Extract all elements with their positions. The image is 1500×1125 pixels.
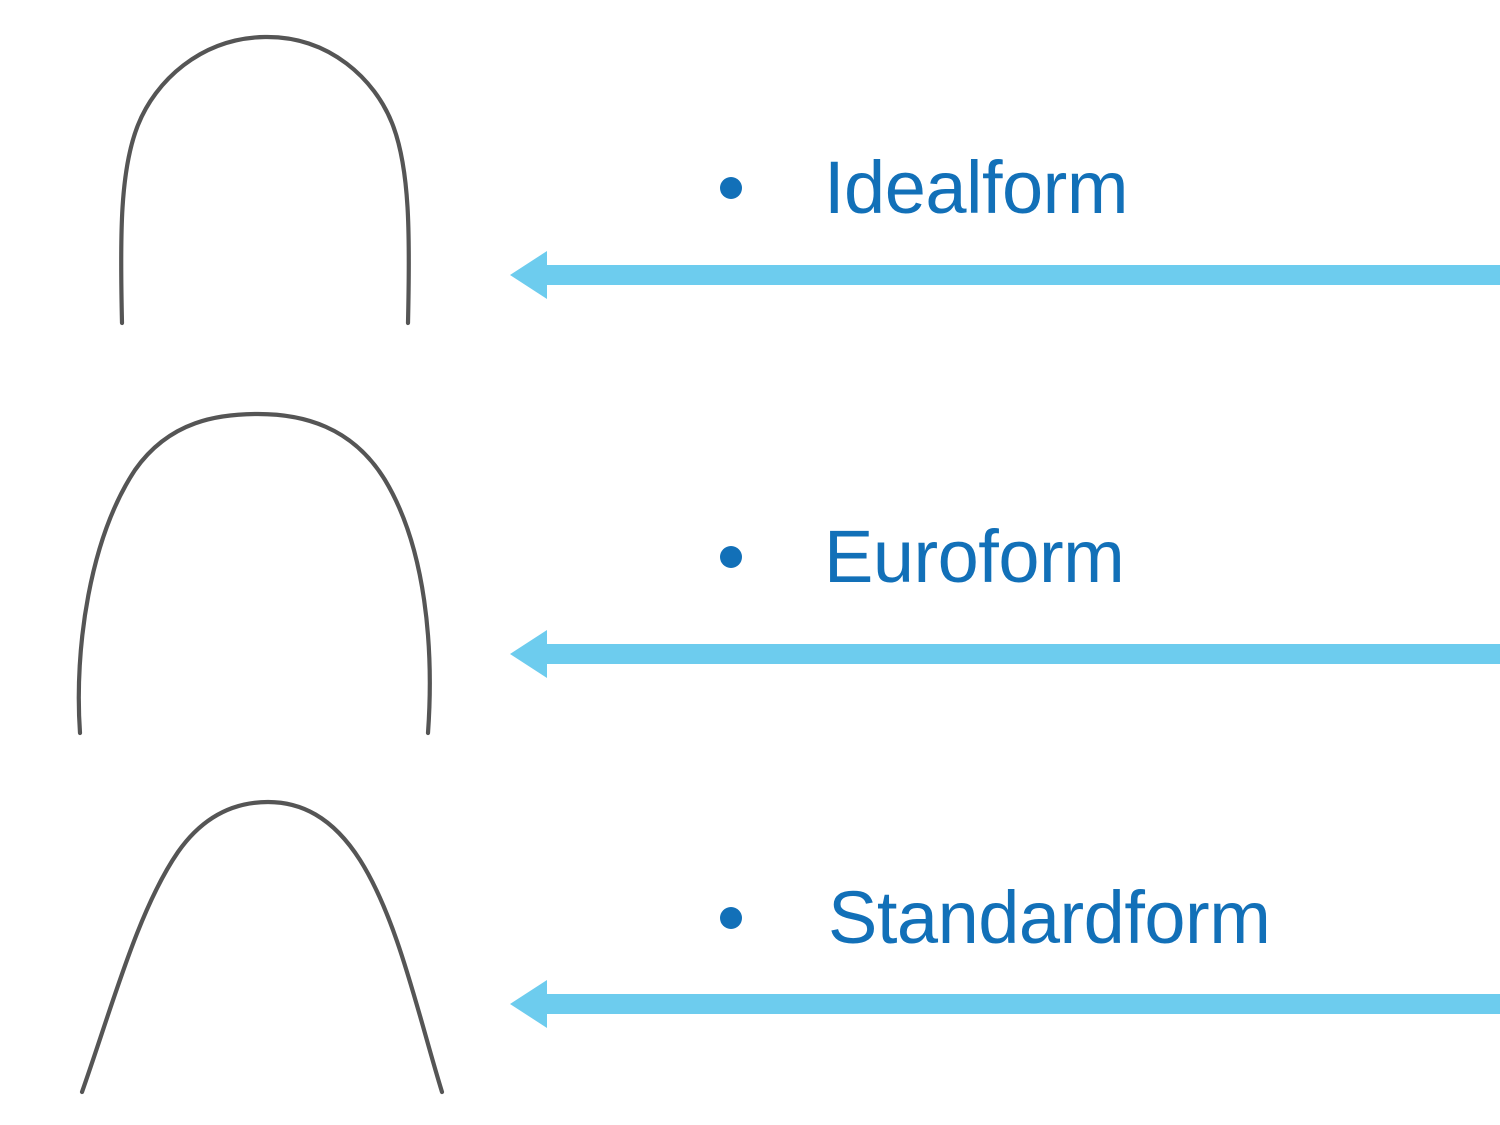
bullet-item-idealform: Idealform	[720, 143, 1128, 233]
bullet-item-label: Euroform	[824, 515, 1125, 598]
bullet-item-euroform: Euroform	[720, 512, 1125, 602]
bullet-dot-icon	[720, 177, 742, 199]
bullet-item-standardform: Standardform	[720, 873, 1271, 963]
arrow-left-standardform	[505, 976, 1500, 1032]
archwire-idealform	[60, 20, 480, 340]
bullet-item-label: Idealform	[824, 146, 1128, 229]
arrow-left-euroform	[505, 626, 1500, 682]
bullet-dot-icon	[720, 546, 742, 568]
archwire-euroform	[60, 408, 480, 748]
arrow-left-idealform	[505, 247, 1500, 303]
archwire-standardform	[60, 792, 480, 1104]
bullet-item-label: Standardform	[828, 876, 1271, 959]
bullet-dot-icon	[720, 907, 742, 929]
